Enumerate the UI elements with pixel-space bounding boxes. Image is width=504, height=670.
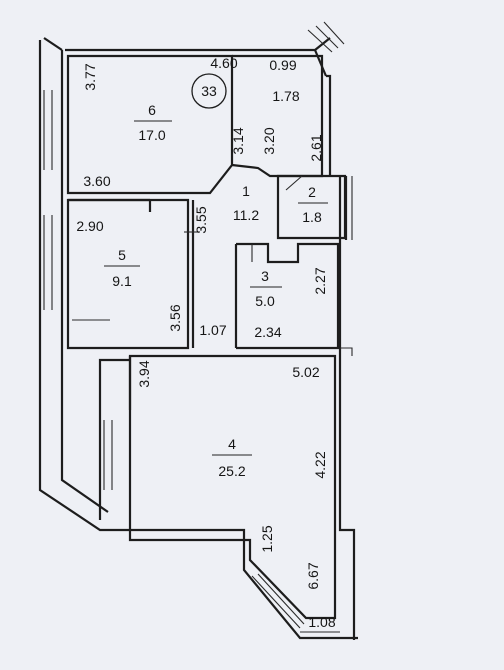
room-3-area: 5.0 <box>255 293 275 309</box>
room-6: 6 17.0 <box>134 102 172 143</box>
walls <box>38 21 358 640</box>
dimension-5-02: 5.02 <box>292 364 319 380</box>
dimension-4-22: 4.22 <box>312 451 328 478</box>
room-2-area: 1.8 <box>302 209 322 225</box>
dimensions: 3.77 4.60 0.99 1.78 3.14 3.20 2.61 3.60 … <box>76 55 335 630</box>
room-6-number: 6 <box>148 102 156 118</box>
dimension-0-99: 0.99 <box>269 57 296 73</box>
dimension-2-34: 2.34 <box>254 324 281 340</box>
room-1-area: 11.2 <box>233 207 259 223</box>
dimension-1-08: 1.08 <box>308 614 335 630</box>
dimension-3-20: 3.20 <box>261 127 277 154</box>
dimension-3-55: 3.55 <box>193 206 209 233</box>
dimension-2-27: 2.27 <box>312 267 328 294</box>
dimension-3-14: 3.14 <box>230 127 246 154</box>
apartment-number-circle <box>191 73 227 109</box>
room-6-area: 17.0 <box>138 127 165 143</box>
dimension-2-90: 2.90 <box>76 218 103 234</box>
dimension-3-94: 3.94 <box>136 360 152 387</box>
room-4: 4 25.2 <box>212 436 252 479</box>
dimension-3-56: 3.56 <box>167 304 183 331</box>
room-1: 1 11.2 <box>233 183 259 223</box>
room-4-area: 25.2 <box>218 463 245 479</box>
room-2-number: 2 <box>308 184 316 200</box>
dimension-1-07: 1.07 <box>199 322 226 338</box>
dimension-2-61: 2.61 <box>308 134 324 161</box>
room-5-number: 5 <box>118 247 126 263</box>
dimension-6-67: 6.67 <box>305 562 321 589</box>
dimension-4-60: 4.60 <box>210 55 237 71</box>
room-4-number: 4 <box>228 436 236 452</box>
room-5: 5 9.1 <box>104 247 140 289</box>
room-1-number: 1 <box>242 183 250 199</box>
room-2: 2 1.8 <box>298 184 328 225</box>
dimension-3-60: 3.60 <box>83 173 110 189</box>
dimension-1-78: 1.78 <box>272 88 299 104</box>
dimension-1-25: 1.25 <box>259 525 275 552</box>
room-5-area: 9.1 <box>112 273 132 289</box>
apartment-number: 33 <box>201 83 217 99</box>
dimension-3-77: 3.77 <box>82 63 98 90</box>
room-3: 3 5.0 <box>250 268 282 309</box>
room-3-number: 3 <box>261 268 269 284</box>
